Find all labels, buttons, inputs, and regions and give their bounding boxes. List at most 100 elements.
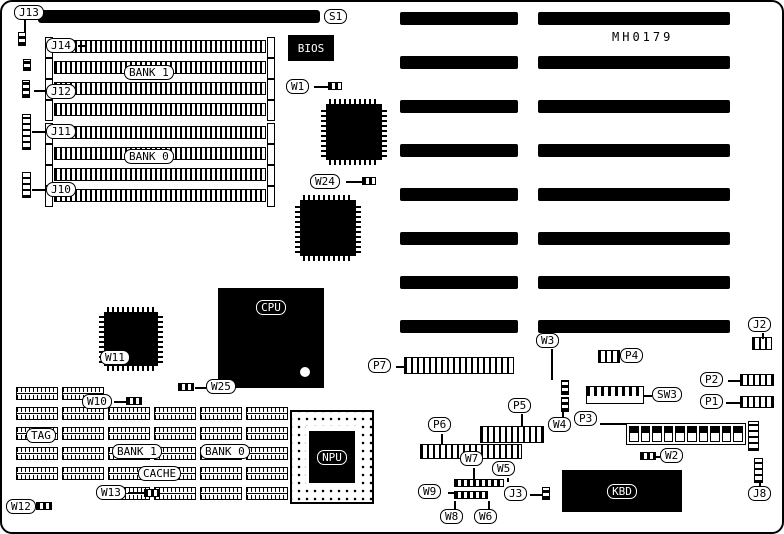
sram-chip bbox=[62, 427, 104, 440]
callout-j10: J10 bbox=[46, 182, 76, 197]
sram-chip bbox=[246, 407, 288, 420]
p7-connector bbox=[404, 357, 514, 374]
expansion-slot-segment bbox=[400, 188, 518, 201]
callout-w11: W11 bbox=[100, 350, 130, 365]
qfp-chip bbox=[99, 307, 163, 371]
p3-pin bbox=[652, 426, 662, 442]
pointer-line bbox=[488, 501, 490, 510]
w5-w7-jumper-block bbox=[454, 479, 504, 487]
callout-w9: W9 bbox=[418, 484, 442, 499]
j10-pin-header bbox=[22, 172, 31, 198]
callout-w1: W1 bbox=[286, 79, 310, 94]
callout-w25: W25 bbox=[206, 379, 236, 394]
simm-socket bbox=[45, 165, 275, 186]
chip-pins bbox=[382, 107, 387, 157]
npu-chip: NPU bbox=[309, 431, 355, 483]
p3-pin bbox=[629, 426, 639, 442]
callout-j11: J11 bbox=[46, 124, 76, 139]
callout-w2: W2 bbox=[660, 448, 684, 463]
sram-chip bbox=[62, 447, 104, 460]
edge-connector bbox=[748, 421, 759, 451]
w10-jumper bbox=[126, 397, 142, 405]
pointer-line bbox=[396, 366, 404, 368]
pointer-line bbox=[473, 468, 475, 479]
pointer-line bbox=[644, 395, 652, 397]
expansion-slot-segment bbox=[538, 144, 730, 157]
callout-w24: W24 bbox=[310, 174, 340, 189]
pointer-line bbox=[346, 181, 362, 183]
callout-j13: J13 bbox=[14, 5, 44, 20]
w1-jumper bbox=[328, 82, 342, 90]
expansion-slot-segment bbox=[400, 144, 518, 157]
cache-sram-grid bbox=[200, 407, 288, 500]
callout-w3: W3 bbox=[536, 333, 560, 348]
pointer-line bbox=[759, 481, 761, 486]
j13-pin-header bbox=[18, 32, 26, 46]
p3-pin bbox=[710, 426, 720, 442]
cpu-chip: CPU bbox=[218, 288, 324, 388]
p1-connector bbox=[740, 396, 774, 408]
pointer-line bbox=[656, 456, 660, 458]
chip-pins bbox=[158, 315, 163, 363]
pin-header bbox=[23, 59, 31, 71]
expansion-slot-segment bbox=[538, 56, 730, 69]
pointer-line bbox=[726, 402, 740, 404]
pointer-line bbox=[600, 423, 626, 425]
p3-pin bbox=[686, 426, 697, 442]
npu-socket: NPU bbox=[290, 410, 374, 504]
bios-chip-label: BIOS bbox=[297, 41, 325, 55]
pointer-line bbox=[78, 45, 86, 47]
sram-chip bbox=[200, 427, 242, 440]
expansion-slot-segment bbox=[538, 232, 730, 245]
j11-pin-header bbox=[22, 114, 31, 150]
callout-j14: J14 bbox=[46, 38, 76, 53]
expansion-slot-segment bbox=[538, 276, 730, 289]
pointer-line bbox=[551, 349, 553, 380]
expansion-slot-segment bbox=[538, 12, 730, 25]
npu-chip-label: NPU bbox=[317, 449, 347, 465]
qfp-chip bbox=[321, 99, 387, 165]
sw3-dip-switch bbox=[586, 386, 644, 404]
sram-chip bbox=[154, 407, 196, 420]
simm-socket bbox=[45, 79, 275, 100]
chip-pins bbox=[329, 160, 379, 165]
expansion-slot-segment bbox=[400, 12, 518, 25]
callout-p5: P5 bbox=[508, 398, 532, 413]
w6-w8-w9-jumper-block bbox=[454, 491, 488, 499]
j3-jumper bbox=[542, 487, 550, 500]
npu-socket-inner: NPU bbox=[306, 426, 358, 488]
chip-pins bbox=[107, 366, 155, 371]
simm-socket bbox=[45, 186, 275, 207]
callout-cache-bank0: BANK 0 bbox=[200, 444, 250, 459]
callout-w10: W10 bbox=[82, 394, 112, 409]
callout-w13: W13 bbox=[96, 485, 126, 500]
p3-pin bbox=[675, 426, 685, 442]
pointer-line bbox=[114, 401, 126, 403]
chip-pins bbox=[99, 315, 104, 363]
j8-pin-header bbox=[754, 458, 763, 483]
sram-chip bbox=[200, 487, 242, 500]
callout-sw3: SW3 bbox=[652, 387, 682, 402]
chip-pins bbox=[329, 99, 379, 104]
callout-mem-bank0: BANK 0 bbox=[124, 149, 174, 164]
sram-chip bbox=[246, 467, 288, 480]
callout-mem-bank1: BANK 1 bbox=[124, 65, 174, 80]
pointer-line bbox=[24, 19, 26, 32]
callout-j12: J12 bbox=[46, 84, 76, 99]
pointer-line bbox=[728, 380, 740, 382]
sram-chip bbox=[16, 467, 58, 480]
w24-jumper bbox=[362, 177, 376, 185]
p3-pin bbox=[721, 426, 732, 442]
p3-pin bbox=[698, 426, 709, 442]
qfp-chip bbox=[295, 195, 361, 261]
callout-p4: P4 bbox=[620, 348, 644, 363]
pointer-line bbox=[562, 412, 564, 418]
sram-chip bbox=[16, 387, 58, 400]
expansion-slot-segment bbox=[400, 320, 518, 333]
sram-chip bbox=[16, 407, 58, 420]
s1-edge-connector bbox=[38, 10, 320, 23]
callout-w12: W12 bbox=[6, 499, 36, 514]
pointer-line bbox=[128, 492, 144, 494]
callout-w4: W4 bbox=[548, 417, 572, 432]
